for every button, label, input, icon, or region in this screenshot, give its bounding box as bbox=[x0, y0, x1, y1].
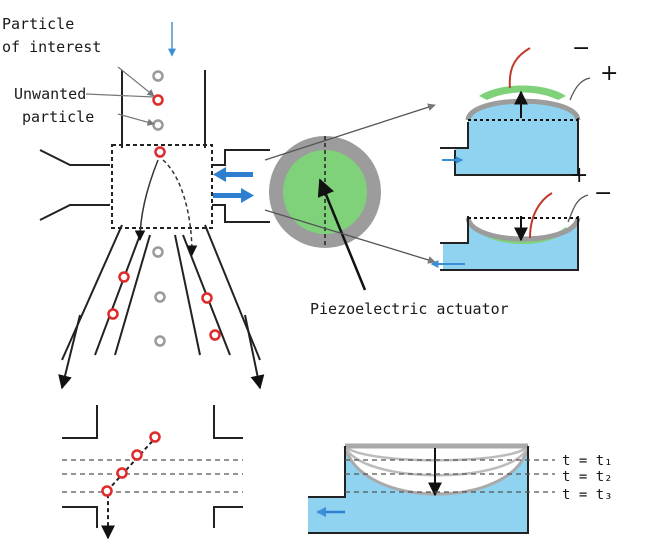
label-particle-of-interest-2: of interest bbox=[2, 38, 101, 56]
zoom-channel bbox=[62, 405, 243, 528]
time-lines-left bbox=[62, 459, 243, 493]
expansion-arrows bbox=[264, 103, 436, 264]
label-particle-of-interest-1: Particle bbox=[2, 15, 74, 33]
lower-minus-sign: − bbox=[594, 181, 612, 206]
label-t3: t = t₃ bbox=[562, 487, 613, 503]
chamber-lower bbox=[430, 192, 589, 271]
piezo-pointer bbox=[317, 178, 367, 291]
label-unwanted-2: particle bbox=[22, 108, 94, 126]
zoom-arrow-left bbox=[58, 314, 81, 390]
label-t1: t = t₁ bbox=[562, 453, 613, 469]
label-unwanted-1: Unwanted bbox=[14, 85, 86, 103]
deflected-trajectory bbox=[101, 435, 158, 540]
upper-minus-sign: − bbox=[572, 36, 590, 61]
unwanted-particle-1 bbox=[152, 70, 164, 82]
time-lines-right bbox=[345, 459, 555, 493]
actuation-flow-arrows bbox=[213, 167, 254, 203]
membrane-sequence bbox=[308, 443, 530, 534]
sorting-region-box bbox=[111, 144, 213, 229]
particle-of-interest-1 bbox=[152, 94, 164, 106]
trajectories bbox=[134, 159, 198, 257]
upper-plus-sign: + bbox=[600, 61, 618, 86]
trajectory-particles bbox=[101, 431, 161, 497]
label-t2: t = t₂ bbox=[562, 469, 613, 485]
outlet-particles bbox=[107, 246, 221, 347]
label-pointers bbox=[85, 66, 155, 126]
unwanted-particle-2 bbox=[152, 119, 164, 131]
particle-of-interest-2 bbox=[154, 146, 166, 158]
lower-plus-sign: + bbox=[570, 163, 588, 188]
inlet-particles bbox=[152, 70, 166, 158]
zoom-arrow-right bbox=[244, 314, 265, 390]
label-piezo-actuator: Piezoelectric actuator bbox=[310, 300, 509, 318]
chamber-upper bbox=[440, 47, 591, 176]
